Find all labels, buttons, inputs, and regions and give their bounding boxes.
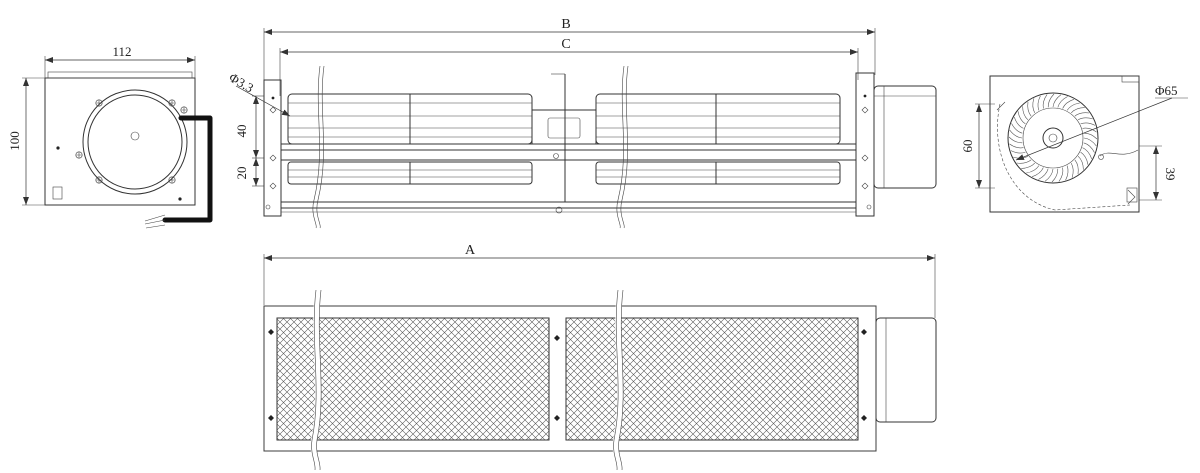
impeller-blade xyxy=(1044,168,1054,182)
impeller-blade xyxy=(1065,165,1069,181)
impeller-inner xyxy=(1022,107,1084,169)
bottom-rivets xyxy=(268,329,867,421)
impeller-blade xyxy=(1022,106,1029,121)
impeller-blade xyxy=(1074,112,1090,117)
end-plate-holes xyxy=(265,94,872,210)
impeller-blade xyxy=(1032,167,1044,177)
dim-label-impeller: Φ65 xyxy=(1155,83,1178,98)
motor-outer-ring xyxy=(82,89,188,195)
motor-body-top xyxy=(873,85,937,189)
motor-body-bottom xyxy=(875,317,937,423)
impeller-blade xyxy=(1057,96,1068,108)
side-view-left: 112 100 xyxy=(7,44,213,229)
impeller-blade xyxy=(1058,167,1064,182)
hole-leader xyxy=(235,85,291,117)
end-housing xyxy=(989,75,1140,213)
impeller-blade xyxy=(1051,168,1059,183)
bottom-view: A xyxy=(263,243,937,471)
impeller-blade xyxy=(1066,102,1080,111)
mesh-panel-left xyxy=(276,317,550,441)
impeller-blade xyxy=(1083,137,1097,147)
dim-label-A: A xyxy=(465,243,476,258)
impeller-blade xyxy=(1010,150,1026,154)
impeller-blade xyxy=(1052,94,1062,108)
impeller-blade xyxy=(1077,155,1084,170)
dim-label-20: 20 xyxy=(234,167,249,180)
power-cable xyxy=(162,115,213,223)
end-view-right: Φ65 60 39 xyxy=(960,75,1188,213)
impeller-blade xyxy=(1082,147,1092,159)
side-screws xyxy=(56,99,188,201)
impeller-blade xyxy=(1021,162,1036,169)
impeller-blade xyxy=(1038,168,1049,180)
impeller-blade xyxy=(1027,101,1032,117)
break-line-1 xyxy=(312,65,321,229)
impeller-blade xyxy=(1083,142,1095,153)
motor-shaft xyxy=(130,131,140,141)
impeller-blade xyxy=(1037,95,1041,111)
dim-label-112: 112 xyxy=(112,44,131,59)
impeller-blade xyxy=(1070,107,1085,114)
dim-label-40: 40 xyxy=(234,125,249,138)
scroll-housing xyxy=(997,103,1131,211)
impeller-blade xyxy=(1026,165,1040,174)
front-view-top: B C xyxy=(227,17,937,229)
side-housing-flange xyxy=(47,71,193,79)
impeller-blade xyxy=(1016,159,1032,164)
break-line-3 xyxy=(311,289,317,471)
impeller-blade xyxy=(1074,159,1079,175)
impeller-leader xyxy=(1015,97,1173,161)
impeller-right-lower xyxy=(595,161,841,185)
impeller-left-upper xyxy=(287,93,533,145)
impeller-blade xyxy=(1082,127,1097,133)
dim-label-C: C xyxy=(561,37,570,52)
right-end-plate xyxy=(855,72,875,217)
impeller-blade xyxy=(1083,132,1098,140)
left-end-plate xyxy=(263,79,282,217)
dim-label-39: 39 xyxy=(1163,168,1178,181)
impeller-blade xyxy=(1014,117,1024,129)
impeller-blade xyxy=(1017,111,1026,125)
mesh-panel-right xyxy=(565,317,859,441)
impeller-blade xyxy=(1011,123,1023,134)
center-coupling xyxy=(531,73,597,214)
impeller-hub xyxy=(1042,127,1064,149)
impeller-blade xyxy=(1062,99,1074,109)
break-line-2 xyxy=(616,65,625,229)
impeller-right-upper xyxy=(595,93,841,145)
impeller-blades xyxy=(1008,93,1098,183)
impeller-blade xyxy=(1042,94,1048,109)
impeller-blade xyxy=(1032,98,1036,114)
impeller-blade xyxy=(1047,93,1055,108)
end-wire xyxy=(1099,149,1139,157)
impeller-blade xyxy=(1080,122,1096,126)
motor-inner-ring xyxy=(87,94,183,190)
dim-label-60: 60 xyxy=(960,140,975,153)
impeller-outer xyxy=(1007,92,1099,184)
impeller-blade xyxy=(1070,162,1074,178)
cable-leads xyxy=(144,214,166,229)
impeller-blade xyxy=(1077,117,1093,121)
side-clip xyxy=(52,186,63,200)
impeller-blade xyxy=(1008,136,1023,144)
dim-label-hole: Φ3.3 xyxy=(227,70,257,96)
impeller-blade xyxy=(1009,129,1023,139)
impeller-blade xyxy=(1009,143,1024,149)
impeller-blade xyxy=(1080,151,1089,165)
break-line-4 xyxy=(613,289,619,471)
impeller-left-lower xyxy=(287,161,533,185)
dim-label-B: B xyxy=(561,17,570,32)
dim-label-100: 100 xyxy=(7,131,22,151)
